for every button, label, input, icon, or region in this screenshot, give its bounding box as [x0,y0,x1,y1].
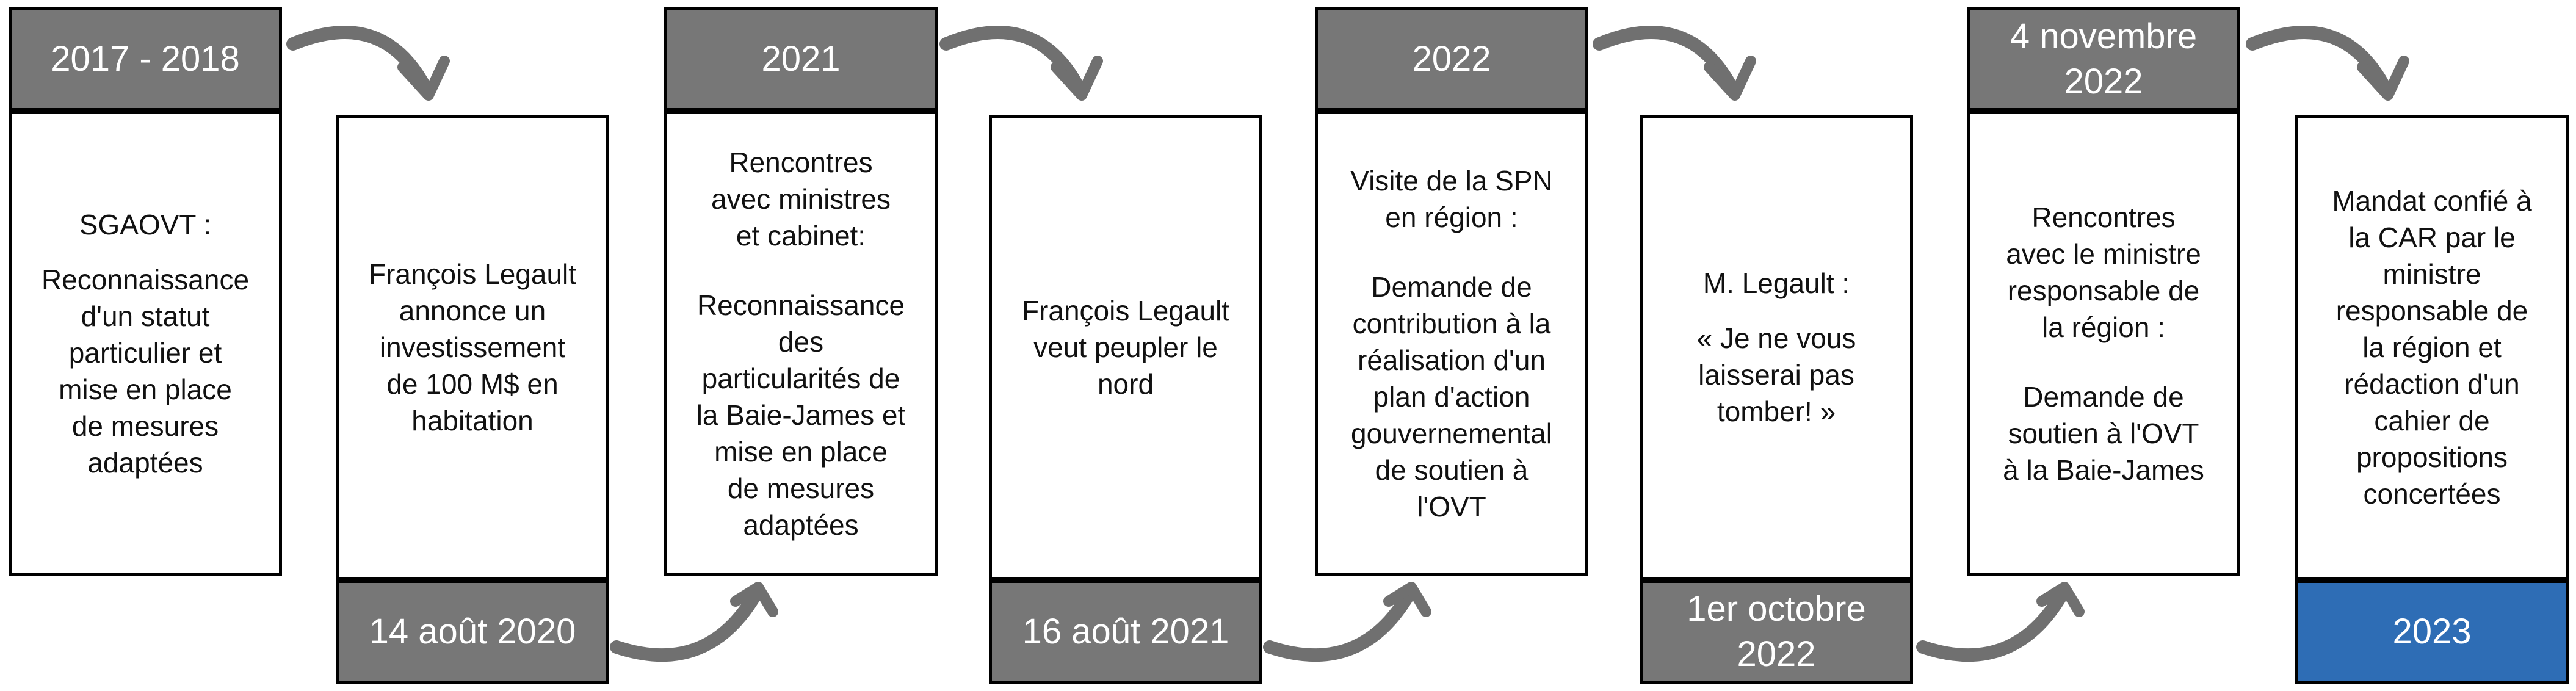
event-box: Visite de la SPN en région : Demande de c… [1315,111,1588,576]
curved-arrow [1916,585,2070,662]
event-text: Reconnaissance d'un statut particulier e… [41,264,250,479]
arrow-head [2036,582,2085,617]
arrow-head [2357,56,2409,101]
event-text: SGAOVT : [79,209,212,241]
event-text: François Legault annonce un investisseme… [368,258,577,436]
date-label: 1er octobre 2022 [1640,580,1913,684]
date-label: 16 août 2021 [989,580,1262,684]
timeline-step: 16 août 2021 François Legault veut peuple… [989,7,1262,684]
arrow-head [1383,582,1431,617]
arrow-head [730,582,778,617]
event-text: Rencontres avec ministres et cabinet: [711,147,891,251]
event-text: Demande de soutien à l'OVT à la Baie-Jam… [2003,381,2204,486]
arrow-head [1051,56,1103,101]
curved-arrow [939,26,1087,98]
curved-arrow [610,585,764,662]
event-box: SGAOVT : Reconnaissance d'un statut parti… [9,111,282,576]
event-text: Reconnaissance des particularités de la … [696,289,906,541]
date-label: 14 août 2020 [336,580,609,684]
curved-arrow [1593,26,1740,98]
event-text: Demande de contribution à la réalisation… [1351,271,1552,523]
curved-arrow [286,26,434,98]
event-text: Mandat confié à la CAR par le ministre r… [2332,185,2532,510]
event-text: François Legault veut peupler le nord [1021,295,1230,400]
event-text: « Je ne vous laisserai pas tomber! » [1696,322,1856,427]
event-box: Mandat confié à la CAR par le ministre r… [2295,115,2569,580]
date-label: 2017 - 2018 [9,7,282,111]
event-box: Rencontres avec ministres et cabinet: Rec… [664,111,938,576]
curved-arrow [1263,585,1417,662]
arrow-head [397,56,450,101]
event-box: M. Legault : « Je ne vous laisserai pas t… [1640,115,1913,580]
event-text: Visite de la SPN en région : [1350,165,1553,233]
event-text: Rencontres avec le ministre responsable … [2006,201,2201,343]
event-box: François Legault annonce un investisseme… [336,115,609,580]
date-label: 2022 [1315,7,1588,111]
event-box: François Legault veut peupler le nord [989,115,1262,580]
timeline-step: 14 août 2020 François Legault annonce un … [336,7,609,684]
timeline-step: 1er octobre 2022 M. Legault : « Je ne vous… [1640,7,1913,684]
timeline-step: 2023 Mandat confié à la CAR par le minist… [2295,7,2569,684]
event-text: M. Legault : [1702,267,1850,299]
date-label: 2021 [664,7,938,111]
date-label: 2023 [2295,580,2569,684]
date-label: 4 novembre 2022 [1967,7,2240,111]
arrow-head [1704,56,1756,101]
event-box: Rencontres avec le ministre responsable … [1967,111,2240,576]
curved-arrow [2246,26,2393,98]
